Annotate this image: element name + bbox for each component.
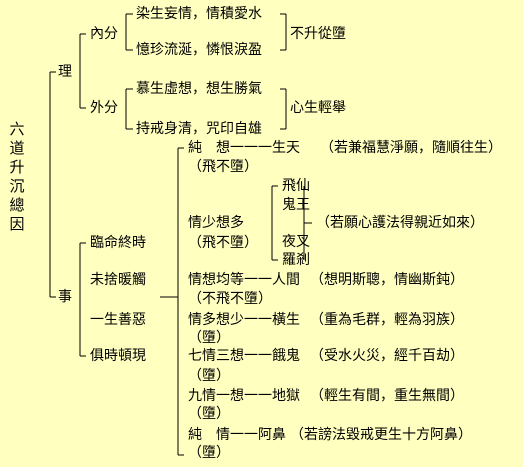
outcome-animal: 情多想少一一橫生 <box>188 312 300 328</box>
list-luosha: 羅剎 <box>282 252 310 268</box>
list-feixian: 飛仙 <box>282 178 310 194</box>
outcome-ghost: 七情三想一一餓鬼 <box>188 348 300 364</box>
list-yecha: 夜叉 <box>282 234 310 250</box>
shi-label: 事 <box>58 289 72 305</box>
diagram-title: 六道升沉總因 <box>9 120 25 233</box>
outcome-heaven-sub: （飛不墮） <box>188 159 258 175</box>
condition-3: 一生善惡 <box>90 312 146 328</box>
outcome-ghost-note: （受水火災，經千百劫） <box>310 348 464 364</box>
outcome-animal-note: （重為毛群，輕為羽族） <box>310 312 464 328</box>
outcome-avici-note: （若謗法毀戒更生十方阿鼻） <box>290 427 472 443</box>
outcome-lessemotion-note: （若願心護法得親近如來） <box>316 215 484 231</box>
outcome-heaven: 純 想一一一生天 <box>188 140 300 156</box>
li-label: 理 <box>58 64 72 80</box>
condition-1: 臨命終時 <box>90 235 146 251</box>
outcome-lessemotion: 情少想多 <box>188 215 244 231</box>
neifen-result: 不升從墮 <box>290 26 346 42</box>
neifen-item-1: 染生妄情，情積愛水 <box>136 6 262 22</box>
outcome-animal-sub: （墮） <box>188 330 230 346</box>
outcome-human-sub: （不飛不墮） <box>188 291 272 307</box>
outcome-avici-sub: （墮） <box>188 445 230 461</box>
list-guiwang: 鬼王 <box>282 197 310 213</box>
outcome-human-note: （想明斯聰，情幽斯鈍） <box>310 272 464 288</box>
outcome-heaven-note: （若兼福慧淨願，隨順往生） <box>320 140 502 156</box>
outcome-lessemotion-sub: （飛不墮） <box>188 235 258 251</box>
waifen-item-2: 持戒身清，咒印自雄 <box>136 121 262 137</box>
outcome-ghost-sub: （墮） <box>188 368 230 384</box>
waifen-result: 心生輕舉 <box>290 100 346 116</box>
neifen-label: 內分 <box>90 26 118 42</box>
neifen-item-2: 憶珍流涎，憐恨淚盈 <box>136 42 262 58</box>
outcome-avici: 純 情一一阿鼻 <box>188 427 286 443</box>
waifen-item-1: 慕生虛想，想生勝氣 <box>136 81 262 97</box>
condition-2: 未捨暖觸 <box>90 272 146 288</box>
outcome-hell: 九情一想一一地獄 <box>188 388 300 404</box>
outcome-hell-sub: （墮） <box>188 406 230 422</box>
waifen-label: 外分 <box>90 100 118 116</box>
outcome-human: 情想均等一一人間 <box>188 272 300 288</box>
condition-4: 俱時頓現 <box>90 348 146 364</box>
outcome-hell-note: （輕生有間，重生無間） <box>310 388 464 404</box>
